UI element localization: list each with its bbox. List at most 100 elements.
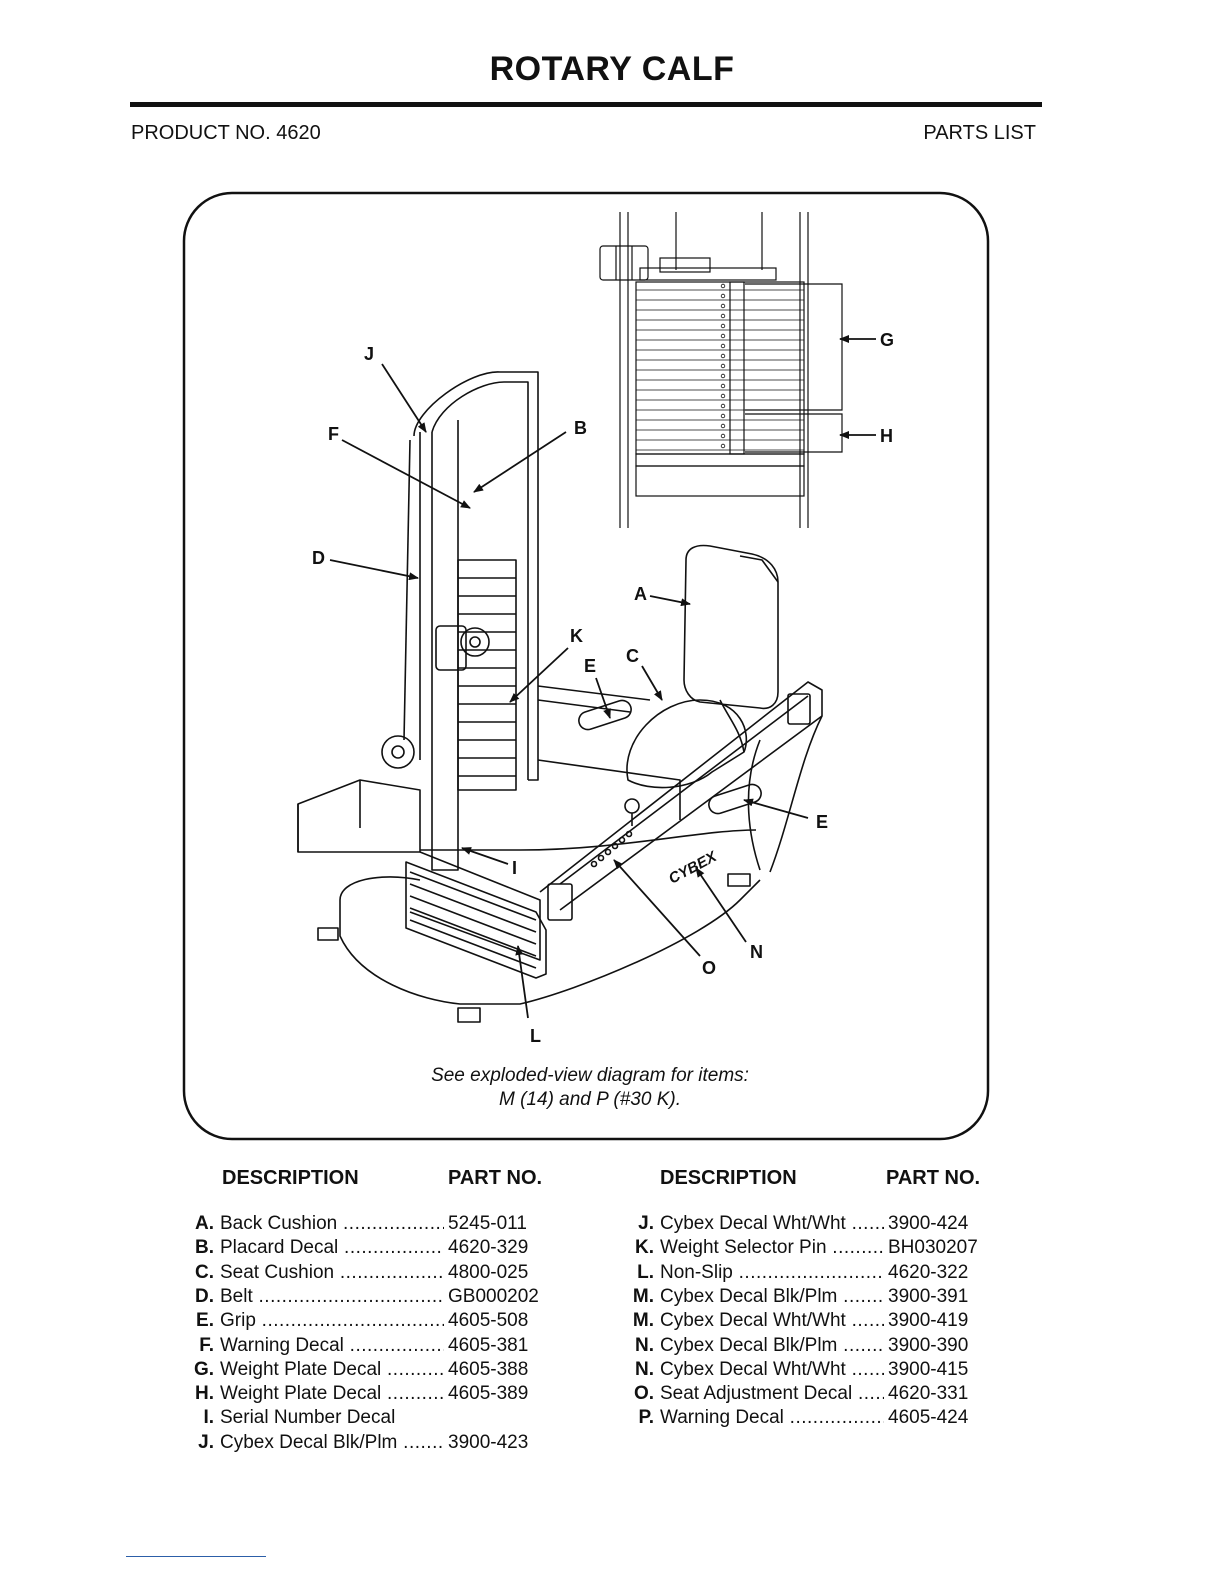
callout-label-a: A	[634, 584, 647, 604]
weight-plate-hole	[720, 413, 726, 419]
part-description: Cybex Decal Blk/Plm	[660, 1286, 884, 1308]
callout-arrows	[329, 335, 876, 1019]
part-description: Cybex Decal Blk/Plm	[220, 1432, 444, 1454]
part-description: Weight Selector Pin	[660, 1237, 884, 1259]
footer-rule	[126, 1556, 266, 1557]
weight-plate-hole	[720, 363, 726, 369]
weight-plate-hole	[720, 443, 726, 449]
part-no-header: PART NO.	[448, 1167, 543, 1189]
part-number: 4605-424	[888, 1407, 969, 1430]
part-number: 4800-025	[448, 1261, 529, 1284]
part-letter: J.	[638, 1213, 654, 1234]
weight-plate-lines	[636, 283, 804, 451]
weight-plate-hole	[720, 343, 726, 349]
part-number: BH030207	[888, 1237, 978, 1260]
weight-plate-hole	[720, 433, 726, 439]
part-letter: B.	[195, 1237, 214, 1259]
part-description: Seat Cushion	[220, 1262, 444, 1284]
part-number: 4620-322	[888, 1261, 969, 1284]
callout-label-j: J	[364, 344, 374, 364]
part-letter: F.	[199, 1334, 214, 1356]
weight-plate-hole	[720, 333, 726, 339]
part-description: Placard Decal	[220, 1237, 444, 1259]
callout-label-n: N	[750, 942, 763, 962]
part-letter: N.	[635, 1334, 654, 1356]
part-description: Cybex Decal Blk/Plm	[660, 1335, 884, 1357]
part-letter: I.	[203, 1407, 214, 1429]
part-description: Grip	[220, 1310, 444, 1332]
weight-plate-hole	[720, 283, 726, 289]
part-number: 4605-388	[448, 1358, 529, 1381]
part-number: 4605-381	[448, 1334, 529, 1357]
part-number: 3900-415	[888, 1358, 969, 1381]
part-description: Serial Number Decal	[220, 1407, 396, 1429]
part-description: Weight Plate Decal	[220, 1383, 444, 1405]
part-letter: J.	[198, 1431, 214, 1453]
weight-plate-hole	[720, 353, 726, 359]
weight-plate-hole	[720, 423, 726, 429]
callout-label-k: K	[570, 626, 583, 646]
part-letter: E.	[196, 1310, 214, 1332]
part-letter: N.	[635, 1358, 654, 1380]
part-number: 3900-391	[888, 1285, 969, 1308]
callout-label-c: C	[626, 646, 639, 666]
part-letter: P.	[638, 1407, 654, 1429]
description-header: DESCRIPTION	[660, 1167, 797, 1189]
callout-label-d: D	[312, 548, 325, 568]
weight-plate-hole	[720, 383, 726, 389]
part-letter: H.	[195, 1383, 214, 1405]
part-description: Back Cushion	[220, 1213, 444, 1235]
callout-label-f: F	[328, 424, 339, 444]
callout-label-o: O	[702, 958, 716, 978]
callout-label-b: B	[574, 418, 587, 438]
part-letter: M.	[632, 1310, 654, 1332]
part-letter: D.	[195, 1285, 214, 1307]
callout-label-i: I	[512, 858, 517, 878]
weight-plate-hole	[720, 393, 726, 399]
machine-outline	[297, 371, 823, 1023]
header-rule	[130, 102, 1042, 107]
callout-label-e: E	[584, 656, 596, 676]
part-letter: A.	[195, 1213, 214, 1234]
brand-mark: CYBEX	[666, 848, 720, 888]
callout-label-l: L	[530, 1026, 541, 1046]
part-description: Belt	[220, 1286, 444, 1308]
part-number: 5245-011	[448, 1213, 527, 1235]
part-number: 4620-331	[888, 1383, 969, 1406]
caption-line-1: See exploded-view diagram for items:	[431, 1065, 749, 1086]
weight-plate-hole	[720, 313, 726, 319]
part-letter: C.	[195, 1261, 214, 1283]
part-description: Weight Plate Decal	[220, 1359, 444, 1381]
weight-stack-inset	[599, 212, 809, 528]
part-description: Cybex Decal Wht/Wht	[660, 1213, 884, 1235]
page-title: ROTARY CALF	[489, 50, 735, 88]
weight-plate-hole	[720, 303, 726, 309]
part-number: 3900-390	[888, 1334, 969, 1357]
section-label: PARTS LIST	[923, 122, 1036, 144]
part-letter: L.	[637, 1261, 654, 1283]
part-description: Warning Decal	[660, 1407, 884, 1429]
diagram-caption: See exploded-view diagram for items: M (…	[330, 1064, 850, 1112]
weight-plate-hole	[720, 403, 726, 409]
callout-label-h: H	[880, 426, 893, 446]
weight-plate-hole	[720, 293, 726, 299]
part-letter: O.	[633, 1383, 654, 1405]
plate-brackets	[745, 283, 843, 453]
part-description: Warning Decal	[220, 1335, 444, 1357]
callout-label-g: G	[880, 330, 894, 350]
part-number: 4605-389	[448, 1383, 529, 1406]
part-no-header: PART NO.	[886, 1167, 981, 1189]
diagram-frame	[182, 191, 990, 1141]
part-number: 3900-424	[888, 1213, 969, 1235]
part-description: Seat Adjustment Decal	[660, 1383, 884, 1405]
part-description: Non-Slip	[660, 1262, 884, 1284]
part-number: 3900-419	[888, 1310, 969, 1333]
weight-plate-hole	[720, 323, 726, 329]
weight-plate-hole	[720, 373, 726, 379]
product-number: PRODUCT NO. 4620	[131, 122, 321, 144]
part-description: Cybex Decal Wht/Wht	[660, 1359, 884, 1381]
part-letter: M.	[632, 1285, 654, 1307]
part-description: Cybex Decal Wht/Wht	[660, 1310, 884, 1332]
part-number: 4605-508	[448, 1310, 529, 1333]
part-letter: K.	[635, 1237, 654, 1259]
